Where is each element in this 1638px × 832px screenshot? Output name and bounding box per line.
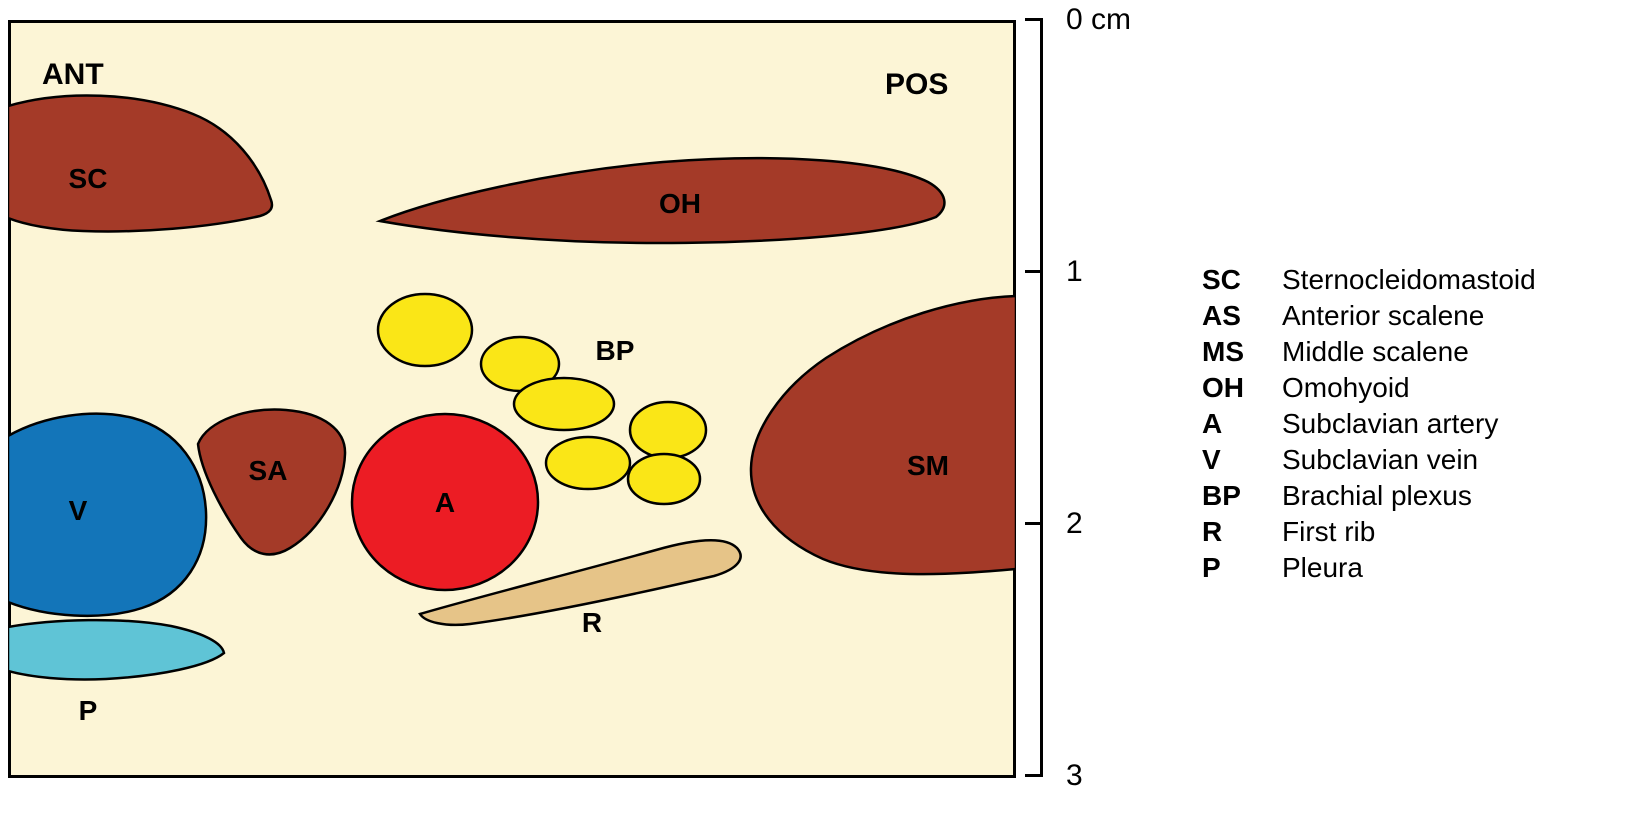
brachial-plexus-nerve-6 xyxy=(626,452,702,506)
legend-name: Subclavian vein xyxy=(1282,444,1479,475)
legend-item: P Pleura xyxy=(1202,552,1536,588)
legend-item: V Subclavian vein xyxy=(1202,444,1536,480)
legend-abbr: BP xyxy=(1202,480,1241,511)
bp-label: BP xyxy=(596,335,635,366)
ruler-label-0: 0 cm xyxy=(1066,3,1132,36)
posterior-label: POS xyxy=(885,68,948,101)
legend-item: A Subclavian artery xyxy=(1202,408,1536,444)
sa-label: SA xyxy=(249,455,288,486)
legend-name: Sternocleidomastoid xyxy=(1282,264,1536,295)
v-label: V xyxy=(69,495,88,526)
anatomy-cross-section-diagram: ANT POS SC OH SM V SA A BP R P xyxy=(8,20,1016,778)
legend-name: Subclavian artery xyxy=(1282,408,1499,439)
brachial-plexus-nerve-3 xyxy=(512,376,616,432)
brachial-plexus-nerve-4 xyxy=(628,400,708,460)
legend-name: Anterior scalene xyxy=(1282,300,1485,331)
subclavian-artery-shape xyxy=(350,412,540,592)
omohyoid-shape xyxy=(375,156,946,245)
legend-item: OH Omohyoid xyxy=(1202,372,1536,408)
brachial-plexus-nerve-1 xyxy=(376,292,474,368)
anterior-label: ANT xyxy=(42,58,104,91)
legend-name: Pleura xyxy=(1282,552,1363,583)
legend-item: SC Sternocleidomastoid xyxy=(1202,264,1536,300)
middle-scalene-shape xyxy=(749,294,1016,576)
ruler-tick-2 xyxy=(1025,522,1043,525)
legend-abbr: R xyxy=(1202,516,1223,547)
first-rib-shape xyxy=(418,539,742,627)
subclavian-vein-shape xyxy=(8,412,208,618)
legend-item: BP Brachial plexus xyxy=(1202,480,1536,516)
legend-abbr: OH xyxy=(1202,372,1244,403)
legend-item: AS Anterior scalene xyxy=(1202,300,1536,336)
brachial-plexus-nerve-5 xyxy=(544,435,632,491)
ruler-tick-1 xyxy=(1025,270,1043,273)
legend-item: R First rib xyxy=(1202,516,1536,552)
a-label: A xyxy=(435,487,455,518)
legend-name: First rib xyxy=(1282,516,1376,547)
sc-label: SC xyxy=(69,163,108,194)
legend-abbr: V xyxy=(1202,444,1221,475)
legend-abbr: AS xyxy=(1202,300,1241,331)
ruler-label-2: 2 xyxy=(1066,507,1083,540)
legend-name: Middle scalene xyxy=(1282,336,1469,367)
r-label: R xyxy=(582,607,602,638)
ruler-label-1: 1 xyxy=(1066,255,1083,288)
legend-abbr: A xyxy=(1202,408,1223,439)
anterior-scalene-shape xyxy=(196,408,347,556)
legend-name: Omohyoid xyxy=(1282,372,1410,403)
legend-item: MS Middle scalene xyxy=(1202,336,1536,372)
ruler-label-3: 3 xyxy=(1066,759,1083,792)
legend-abbr: SC xyxy=(1202,264,1241,295)
sm-label: SM xyxy=(907,450,949,481)
oh-label: OH xyxy=(659,188,701,219)
p-label: P xyxy=(79,695,98,726)
ruler-tick-0 xyxy=(1025,18,1043,21)
legend: SC Sternocleidomastoid AS Anterior scale… xyxy=(1202,264,1536,588)
pleura-shape xyxy=(8,618,226,681)
ruler-tick-3 xyxy=(1025,774,1043,777)
sternocleidomastoid-shape xyxy=(8,94,274,233)
legend-abbr: P xyxy=(1202,552,1221,583)
legend-name: Brachial plexus xyxy=(1282,480,1472,511)
ruler-line xyxy=(1040,18,1043,777)
legend-abbr: MS xyxy=(1202,336,1244,367)
